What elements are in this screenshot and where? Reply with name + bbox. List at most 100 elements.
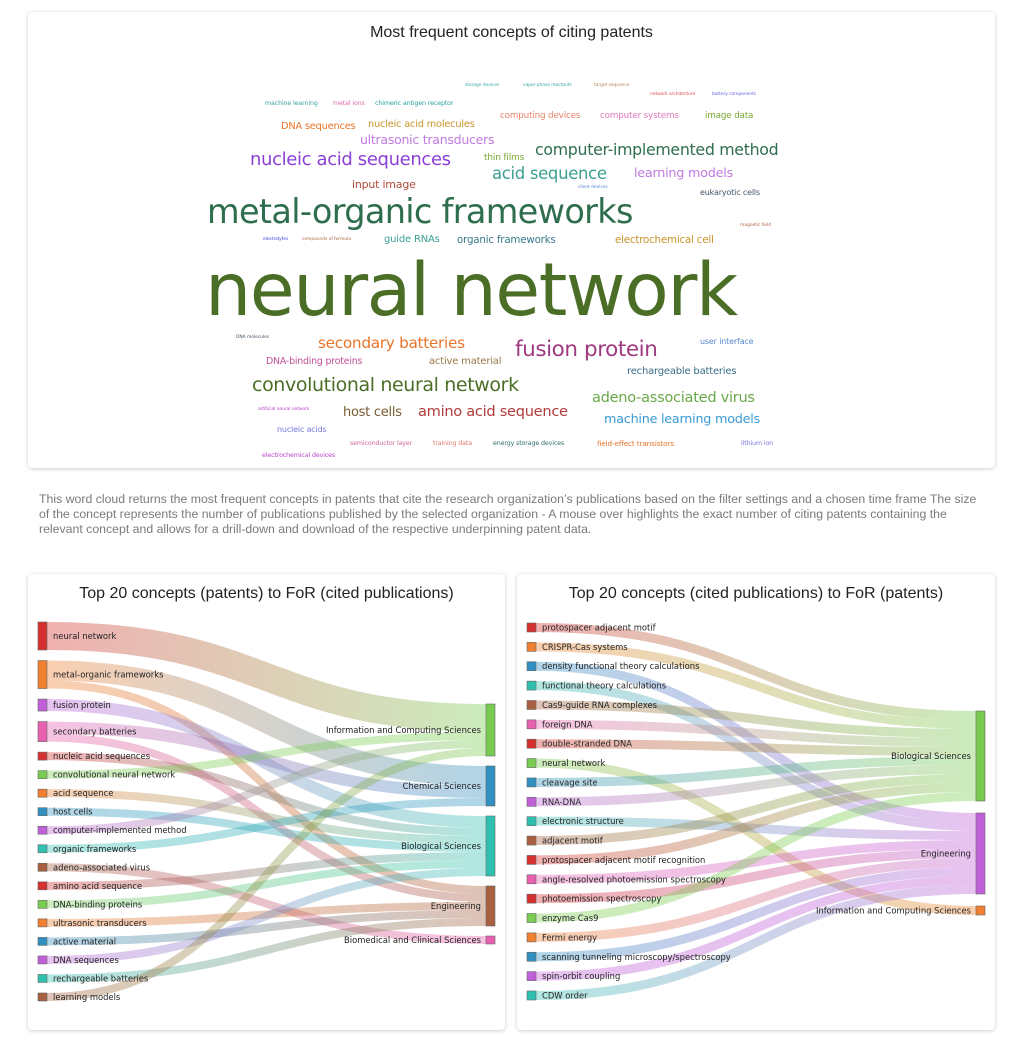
sankey-link[interactable] [535,867,977,962]
word-cloud-term[interactable]: active material [429,356,502,367]
sankey-source-node[interactable] [526,971,537,981]
word-cloud-term[interactable]: fusion protein [515,337,658,363]
word-cloud-term[interactable]: convolutional neural network [252,373,519,396]
word-cloud-term[interactable]: DNA molecules [236,334,270,340]
sankey-link[interactable] [535,719,977,747]
sankey-link[interactable] [535,681,977,831]
sankey-link[interactable] [535,849,977,904]
sankey-link[interactable] [46,860,487,909]
word-cloud-term[interactable]: compounds of formula [302,236,351,242]
sankey-link[interactable] [46,660,487,786]
sankey-link[interactable] [535,642,977,729]
word-cloud-term[interactable]: ultrasonic transducers [360,131,495,147]
sankey-source-node[interactable] [37,955,48,965]
sankey-link[interactable] [535,758,977,915]
sankey-source-node[interactable] [526,797,537,807]
word-cloud-term[interactable]: metal-organic frameworks [207,192,633,232]
word-cloud-term[interactable]: nucleic acid molecules [368,119,475,131]
word-cloud-term[interactable]: rechargeable batteries [627,366,737,377]
sankey-source-node[interactable] [37,621,48,651]
sankey-source-node[interactable] [526,719,537,730]
sankey-source-node[interactable] [37,825,48,835]
word-cloud-term[interactable]: semiconductor layer [350,439,413,447]
sankey-source-node[interactable] [526,990,537,1001]
word-cloud-term[interactable]: lithium ion [741,439,774,447]
sankey-source-node[interactable] [526,680,537,691]
sankey-link[interactable] [46,732,487,779]
sankey-source-node[interactable] [526,951,537,962]
sankey-source-node[interactable] [37,974,48,983]
sankey-link[interactable] [46,748,487,1001]
sankey-source-node[interactable] [37,660,48,689]
word-cloud-term[interactable]: metal ions [333,99,365,107]
sankey-target-node[interactable] [485,765,496,807]
sankey-target-node[interactable] [975,812,986,895]
word-cloud-term[interactable]: neural network [205,247,738,333]
sankey-link[interactable] [535,774,977,846]
sankey-link[interactable] [535,783,977,865]
word-cloud-term[interactable]: user interface [700,337,754,346]
sankey-source-node[interactable] [526,661,537,672]
sankey-source-node[interactable] [37,881,48,891]
sankey-link[interactable] [46,863,487,944]
sankey-source-node[interactable] [526,777,537,788]
sankey-source-node[interactable] [526,893,537,904]
sankey-link[interactable] [46,868,487,964]
sankey-link[interactable] [535,623,977,720]
word-cloud-term[interactable]: amino acid sequence [418,402,568,420]
sankey-link[interactable] [46,721,487,798]
word-cloud-term[interactable]: client devices [578,184,608,190]
sankey-source-node[interactable] [37,698,48,712]
sankey-link[interactable] [46,622,487,732]
sankey-source-node[interactable] [526,738,537,749]
word-cloud-term[interactable]: eukaryotic cells [700,188,760,197]
sankey-source-node[interactable] [526,700,537,710]
sankey-source-node[interactable] [37,862,48,872]
sankey-link[interactable] [535,876,977,981]
sankey-target-node[interactable] [975,905,986,916]
word-cloud-term[interactable]: host cells [343,404,402,420]
sankey-source-node[interactable] [37,900,48,909]
sankey-link[interactable] [46,752,487,836]
word-cloud-term[interactable]: learning models [634,165,733,181]
word-cloud-term[interactable]: network architecture [650,91,696,97]
word-cloud-term[interactable]: electrochemical cell [615,233,714,246]
word-cloud-term[interactable]: image data [705,110,754,121]
word-cloud-term[interactable]: storage devices [465,82,500,88]
sankey-link[interactable] [535,756,977,787]
sankey-link[interactable] [535,700,977,738]
sankey-target-node[interactable] [975,710,986,802]
sankey-source-node[interactable] [526,642,537,652]
word-cloud-term[interactable]: DNA sequences [281,121,356,133]
word-cloud-term[interactable]: guide RNAs [384,234,440,245]
word-cloud-term[interactable]: field-effect transistors [597,439,674,449]
word-cloud-term[interactable]: chimeric antigen receptor [375,99,454,107]
sankey-link[interactable] [535,885,977,1000]
sankey-link[interactable] [46,807,487,852]
sankey-link[interactable] [535,858,977,942]
word-cloud-term[interactable]: energy storage devices [493,439,565,447]
word-cloud-term[interactable]: adeno-associated virus [592,388,755,406]
word-cloud-term[interactable]: acid sequence [492,163,607,183]
word-cloud-term[interactable]: organic frameworks [457,233,556,246]
sankey-source-node[interactable] [526,622,537,633]
sankey-link[interactable] [46,918,487,983]
sankey-source-node[interactable] [37,807,48,817]
sankey-target-node[interactable] [485,935,496,945]
sankey-source-node[interactable] [37,770,48,779]
word-cloud-term[interactable]: battery components [712,91,757,97]
sankey-source-node[interactable] [37,918,48,928]
sankey-source-node[interactable] [526,932,537,943]
sankey-source-node[interactable] [526,913,537,923]
word-cloud-term[interactable]: vapor phase reactants [523,82,572,88]
sankey-source-node[interactable] [37,751,48,761]
sankey-source-node[interactable] [37,992,48,1002]
word-cloud-term[interactable]: machine learning [265,99,318,107]
sankey-link[interactable] [46,910,487,946]
sankey-source-node[interactable] [526,835,537,846]
word-cloud-term[interactable]: input image [352,177,416,191]
sankey-link[interactable] [46,789,487,844]
word-cloud-term[interactable]: machine learning models [604,411,760,427]
sankey-source-node[interactable] [37,844,48,854]
word-cloud-term[interactable]: nucleic acids [277,425,327,434]
